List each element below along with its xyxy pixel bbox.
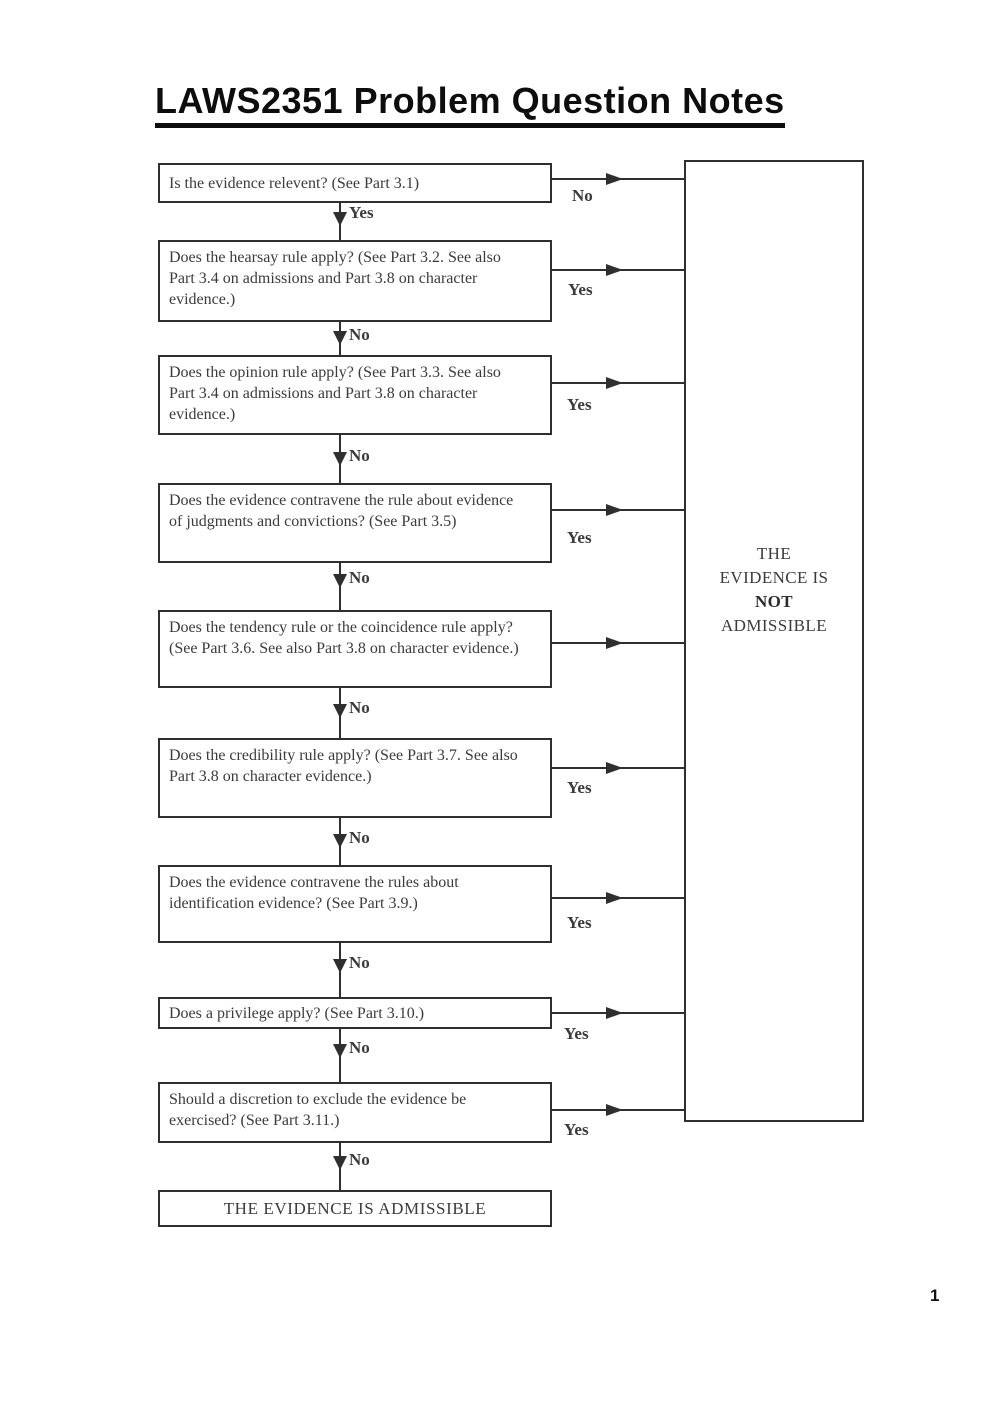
down-arrowhead-icon [333, 704, 347, 718]
side-label: Yes [568, 280, 593, 299]
down-label: No [349, 446, 370, 465]
step-text: Does the evidence contravene the rule ab… [169, 492, 514, 530]
not-admissible-line: ADMISSIBLE [720, 616, 827, 635]
flow-step-judgments: Does the evidence contravene the rule ab… [158, 483, 552, 563]
not-admissible-line-not: NOT [754, 592, 794, 611]
step-text: Does a privilege apply? (See Part 3.10.) [169, 1005, 425, 1022]
side-label: Yes [567, 395, 592, 414]
down-label: No [349, 1038, 370, 1057]
down-label: No [349, 1150, 370, 1169]
down-arrowhead-icon [333, 574, 347, 588]
down-label: No [349, 568, 370, 587]
admissible-text: THE EVIDENCE IS ADMISSIBLE [223, 1199, 487, 1218]
side-label: Yes [564, 1120, 589, 1139]
flow-step-tendency: Does the tendency rule or the coincidenc… [158, 610, 552, 688]
down-arrowhead-icon [333, 212, 347, 226]
down-arrowhead-icon [333, 452, 347, 466]
down-label: Yes [349, 203, 374, 222]
right-arrowhead-icon [606, 504, 623, 516]
side-label: No [572, 186, 593, 205]
right-arrowhead-icon [606, 377, 623, 389]
flow-step-relevance: Is the evidence relevent? (See Part 3.1) [158, 163, 552, 203]
right-arrowhead-icon [606, 1007, 623, 1019]
down-label: No [349, 828, 370, 847]
step-text: Should a discretion to exclude the evide… [169, 1091, 467, 1129]
down-arrowhead-icon [333, 1156, 347, 1170]
side-label: Yes [564, 1024, 589, 1043]
flow-step-hearsay: Does the hearsay rule apply? (See Part 3… [158, 240, 552, 322]
page-number: 1 [930, 1286, 940, 1305]
down-label: No [349, 698, 370, 717]
right-arrowhead-icon [606, 892, 623, 904]
down-arrowhead-icon [333, 834, 347, 848]
right-arrowhead-icon [606, 637, 623, 649]
flow-step-identification: Does the evidence contravene the rules a… [158, 865, 552, 943]
step-text: Does the tendency rule or the coincidenc… [169, 619, 519, 657]
step-text: Is the evidence relevent? (See Part 3.1) [169, 175, 420, 192]
page-title: LAWS2351 Problem Question Notes [155, 82, 785, 128]
flow-step-opinion: Does the opinion rule apply? (See Part 3… [158, 355, 552, 435]
right-arrowhead-icon [606, 173, 623, 185]
not-admissible-line: EVIDENCE IS [719, 568, 829, 587]
step-text: Does the opinion rule apply? (See Part 3… [169, 364, 501, 423]
right-arrowhead-icon [606, 762, 623, 774]
right-arrowhead-icon [606, 264, 623, 276]
side-label: Yes [567, 913, 592, 932]
down-label: No [349, 953, 370, 972]
flow-step-discretion: Should a discretion to exclude the evide… [158, 1082, 552, 1143]
down-arrowhead-icon [333, 1044, 347, 1058]
down-label: No [349, 325, 370, 344]
flow-step-credibility: Does the credibility rule apply? (See Pa… [158, 738, 552, 818]
side-label: Yes [567, 528, 592, 547]
side-label: Yes [567, 778, 592, 797]
admissible-box: THE EVIDENCE IS ADMISSIBLE [158, 1190, 552, 1227]
flow-step-privilege: Does a privilege apply? (See Part 3.10.) [158, 997, 552, 1029]
step-text: Does the credibility rule apply? (See Pa… [169, 747, 518, 785]
down-arrowhead-icon [333, 959, 347, 973]
not-admissible-line: THE [756, 544, 792, 563]
right-arrowhead-icon [606, 1104, 623, 1116]
step-text: Does the evidence contravene the rules a… [169, 874, 459, 912]
step-text: Does the hearsay rule apply? (See Part 3… [169, 249, 501, 308]
not-admissible-box: THE EVIDENCE IS NOT ADMISSIBLE [684, 160, 864, 1122]
not-admissible-text: THE EVIDENCE IS NOT ADMISSIBLE [686, 542, 862, 638]
down-arrowhead-icon [333, 331, 347, 345]
